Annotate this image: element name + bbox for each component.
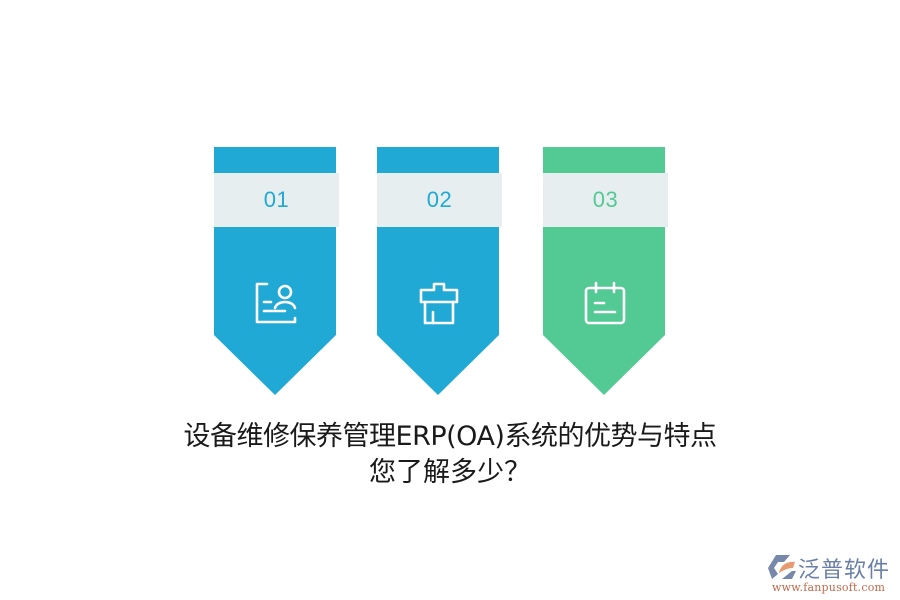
banner-02: 02 <box>377 147 502 395</box>
banner-number: 02 <box>426 187 453 212</box>
brand-logo: 泛普软件 www.fanpusoft.com <box>768 552 896 598</box>
number-band: 03 <box>543 173 668 227</box>
logo-url: www.fanpusoft.com <box>772 581 886 594</box>
headline-line-2: 您了解多少？ <box>369 457 531 488</box>
id-card-icon <box>255 282 297 324</box>
logo-mark-icon <box>768 555 796 579</box>
banner-number: 01 <box>263 187 290 212</box>
house-icon <box>419 282 459 325</box>
calendar-icon <box>584 281 626 325</box>
number-band: 01 <box>214 173 339 227</box>
headline-line-1: 设备维修保养管理ERP(OA)系统的优势与特点 <box>183 421 717 452</box>
banner-number: 03 <box>592 187 619 212</box>
logo-brand-name: 泛普软件 <box>798 558 891 583</box>
number-band: 02 <box>377 173 502 227</box>
banner-01: 01 <box>214 147 339 395</box>
banner-03: 03 <box>543 147 668 395</box>
